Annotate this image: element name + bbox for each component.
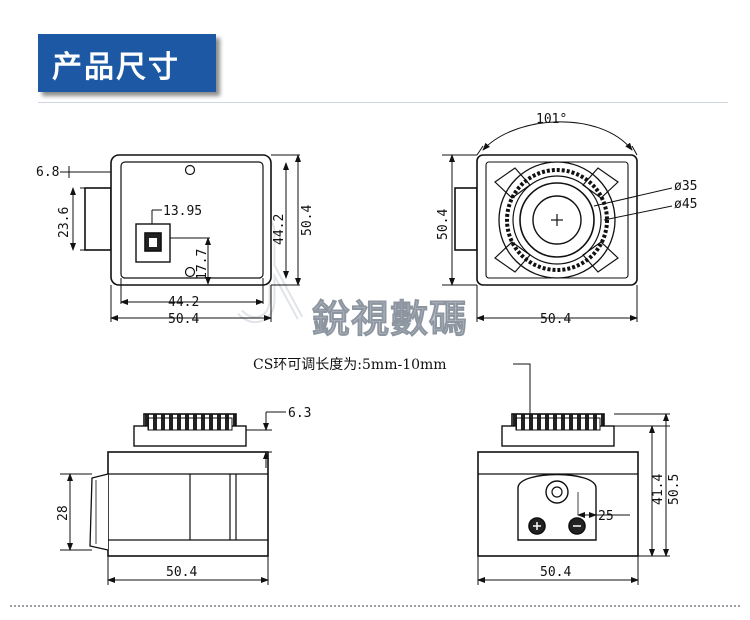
rear-dim-44-2-vertical: 44.2 xyxy=(272,214,287,245)
rear-dim-6-8: 6.8 xyxy=(36,165,59,180)
bottom-dim-50-4: 50.4 xyxy=(540,565,571,580)
bottom-dim-50-5: 50.5 xyxy=(667,474,682,505)
side-dim-28: 28 xyxy=(56,505,71,521)
note-leader xyxy=(513,363,531,414)
title-badge xyxy=(38,34,216,92)
header: 产品尺寸 xyxy=(0,0,750,110)
bottom-dim-41-4: 41.4 xyxy=(651,474,666,505)
side-view xyxy=(60,411,286,585)
side-dim-6-3: 6.3 xyxy=(288,406,311,421)
footer-divider xyxy=(10,605,740,607)
rear-view xyxy=(60,154,301,322)
rear-dim-17-7: 17.7 xyxy=(195,249,210,280)
front-dim-angle: 101° xyxy=(536,112,567,127)
rear-dim-13-95: 13.95 xyxy=(163,204,202,219)
front-dim-50-4-vertical: 50.4 xyxy=(436,209,451,240)
rear-dim-50-4-horizontal: 50.4 xyxy=(168,312,199,327)
front-dim-diameter-45: ø45 xyxy=(674,197,697,212)
watermark-text: 銳視數碼 xyxy=(312,297,468,341)
rear-dim-44-2-horizontal: 44.2 xyxy=(168,295,199,310)
cs-ring-note: CS环可调长度为:5mm-10mm xyxy=(253,357,447,373)
bottom-view xyxy=(477,413,670,585)
header-rule xyxy=(38,102,728,103)
page-title: 产品尺寸 xyxy=(52,50,180,85)
front-dim-diameter-35: ø35 xyxy=(674,179,697,194)
front-view xyxy=(442,121,673,322)
rear-dim-50-4-vertical: 50.4 xyxy=(300,205,315,236)
front-dim-50-4-horizontal: 50.4 xyxy=(540,312,571,327)
dimension-drawing: 銳視數碼 6.8 23.6 13.95 17.7 44.2 50.4 4 xyxy=(36,112,697,585)
rear-dim-23-6: 23.6 xyxy=(57,207,72,238)
side-dim-50-4: 50.4 xyxy=(166,565,197,580)
bottom-dim-25: 25 xyxy=(598,509,614,524)
